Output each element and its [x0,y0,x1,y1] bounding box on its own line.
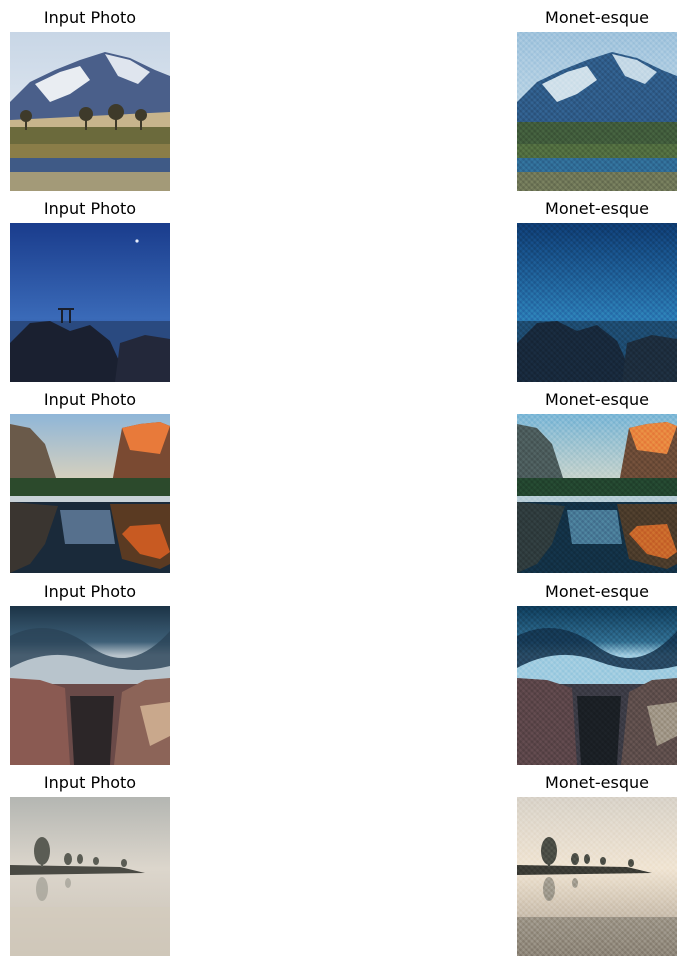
monet-esque-stormy-canyon [517,606,677,765]
monet-esque-title: Monet-esque [545,582,649,601]
monet-esque-valley-reflection [517,414,677,573]
monet-esque-night-seascape [517,223,677,382]
input-photo-title: Input Photo [43,390,137,409]
input-photo-title: Input Photo [43,773,137,792]
input-photo-title: Input Photo [43,199,137,218]
monet-esque-title: Monet-esque [545,773,649,792]
input-photo-mountain-meadow [10,32,170,191]
input-photo-night-seascape [10,223,170,382]
monet-esque-title: Monet-esque [545,8,649,27]
monet-esque-misty-lake [517,797,677,956]
input-photo-title: Input Photo [43,582,137,601]
input-photo-misty-lake [10,797,170,956]
input-photo-title: Input Photo [43,8,137,27]
input-photo-valley-reflection [10,414,170,573]
input-photo-stormy-canyon [10,606,170,765]
monet-esque-title: Monet-esque [545,390,649,409]
monet-esque-mountain-meadow [517,32,677,191]
monet-esque-title: Monet-esque [545,199,649,218]
